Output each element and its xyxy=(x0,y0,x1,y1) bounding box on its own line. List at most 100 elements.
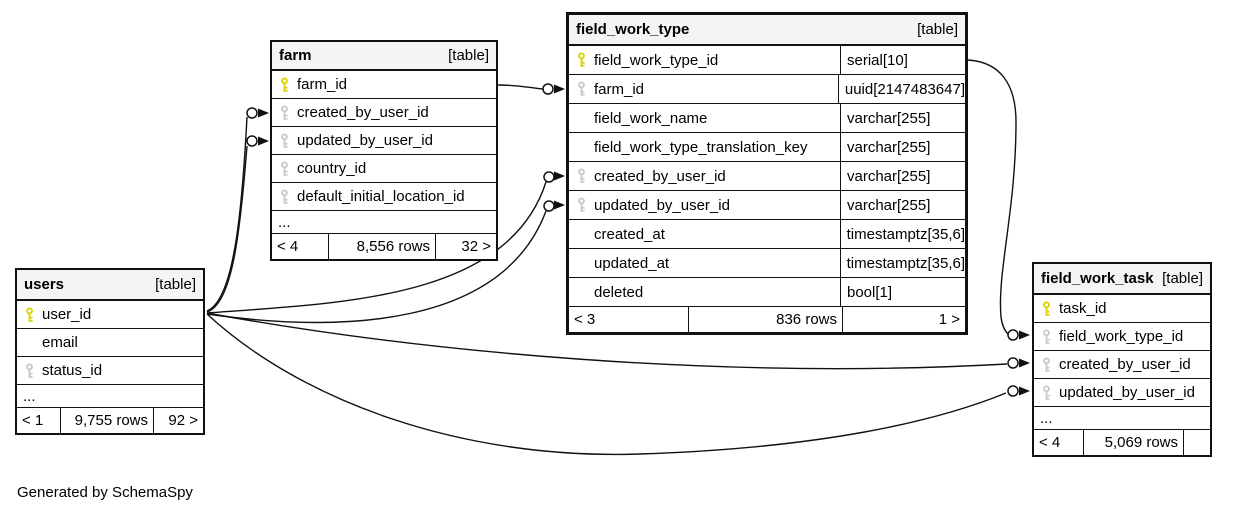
edge-users-to-field-work-type-created-by xyxy=(206,171,565,314)
edge-users-to-farm-updated-by xyxy=(206,135,269,313)
parent-count: < 4 xyxy=(277,238,299,255)
table-header-users: users [table] xyxy=(17,270,203,301)
column-name: updated_at xyxy=(594,254,670,272)
foreign-key-icon xyxy=(569,197,594,213)
row-updated-by-user-id: updated_by_user_id varchar[255] xyxy=(569,191,965,220)
table-header-field-work-task: field_work_task [table] xyxy=(1034,264,1210,295)
table-node-field-work-type[interactable]: field_work_type [table] field_work_type_… xyxy=(566,12,968,335)
primary-key-icon xyxy=(272,76,297,93)
primary-key-icon xyxy=(569,52,594,68)
child-count: 92 > xyxy=(153,408,203,433)
edge-users-to-field-work-type-updated-by xyxy=(206,200,565,324)
table-title: users xyxy=(24,276,65,293)
column-type: varchar[255] xyxy=(840,162,965,190)
table-type-label: [table] xyxy=(917,21,958,38)
foreign-key-icon xyxy=(1034,356,1059,373)
row-field-work-type-translation-key: field_work_type_translation_key varchar[… xyxy=(569,133,965,162)
foreign-key-icon xyxy=(569,168,594,184)
row-email: email xyxy=(17,329,203,357)
column-name: created_by_user_id xyxy=(594,167,726,185)
primary-key-icon xyxy=(17,306,42,323)
table-header-field-work-type: field_work_type [table] xyxy=(569,15,965,46)
row-created-by-user-id: created_by_user_id xyxy=(1034,351,1210,379)
column-type: varchar[255] xyxy=(840,133,965,161)
table-type-label: [table] xyxy=(155,276,196,293)
foreign-key-icon xyxy=(272,104,297,121)
parent-count: < 4 xyxy=(1039,434,1061,451)
row-created-by-user-id: created_by_user_id varchar[255] xyxy=(569,162,965,191)
row-field-work-name: field_work_name varchar[255] xyxy=(569,104,965,133)
column-type: varchar[255] xyxy=(840,104,965,132)
column-type: serial[10] xyxy=(840,46,965,74)
foreign-key-icon xyxy=(272,132,297,149)
column-type: bool[1] xyxy=(840,278,965,306)
table-node-field-work-task[interactable]: field_work_task [table] task_id field_wo… xyxy=(1032,262,1212,457)
foreign-key-icon xyxy=(17,362,42,379)
table-type-label: [table] xyxy=(448,47,489,64)
foreign-key-icon xyxy=(569,81,594,97)
column-type: varchar[255] xyxy=(840,191,965,219)
column-name: task_id xyxy=(1059,300,1107,317)
foreign-key-icon xyxy=(1034,328,1059,345)
edge-users-to-field-work-task-created-by xyxy=(206,312,1030,370)
table-footer-field-work-type: < 3 836 rows 1 > xyxy=(569,307,965,332)
table-title: farm xyxy=(279,47,312,64)
column-name: created_by_user_id xyxy=(1059,356,1191,373)
row-default-initial-location-id: default_initial_location_id xyxy=(272,183,496,211)
edge-users-to-field-work-task-updated-by xyxy=(206,313,1030,456)
row-updated-by-user-id: updated_by_user_id xyxy=(1034,379,1210,407)
table-footer-farm: < 4 8,556 rows 32 > xyxy=(272,234,496,259)
column-name: field_work_type_id xyxy=(594,51,719,69)
edge-users-to-farm-created-by xyxy=(206,107,269,312)
column-name: updated_by_user_id xyxy=(594,196,730,214)
edge-field-work-type-to-field-work-task xyxy=(967,59,1030,341)
foreign-key-icon xyxy=(1034,384,1059,401)
column-name: created_at xyxy=(594,225,665,243)
row-task-id: task_id xyxy=(1034,295,1210,323)
row-status-id: status_id xyxy=(17,357,203,385)
column-name: default_initial_location_id xyxy=(297,188,465,205)
table-node-users[interactable]: users [table] user_id email status_id ..… xyxy=(15,268,205,435)
column-name: farm_id xyxy=(297,76,348,93)
primary-key-icon xyxy=(1034,300,1059,317)
child-count: 32 > xyxy=(435,234,496,259)
more-columns-indicator: ... xyxy=(17,385,203,408)
row-count: 9,755 rows xyxy=(60,408,153,433)
table-footer-users: < 1 9,755 rows 92 > xyxy=(17,408,203,433)
column-type: timestamptz[35,6] xyxy=(839,220,965,248)
parent-count: < 3 xyxy=(574,311,596,328)
column-name: deleted xyxy=(594,283,644,301)
row-updated-by-user-id: updated_by_user_id xyxy=(272,127,496,155)
table-type-label: [table] xyxy=(1162,270,1203,287)
column-name: farm_id xyxy=(594,80,645,98)
foreign-key-icon xyxy=(272,188,297,205)
table-title: field_work_type xyxy=(576,21,690,38)
column-name: user_id xyxy=(42,306,92,323)
table-header-farm: farm [table] xyxy=(272,42,496,71)
child-count xyxy=(1183,430,1210,455)
child-count: 1 > xyxy=(842,307,965,332)
column-type: timestamptz[35,6] xyxy=(839,249,965,277)
column-name: status_id xyxy=(42,362,103,379)
more-columns-indicator: ... xyxy=(1034,407,1210,430)
parent-count: < 1 xyxy=(22,412,44,429)
row-user-id: user_id xyxy=(17,301,203,329)
row-field-work-type-id: field_work_type_id xyxy=(1034,323,1210,351)
row-count: 5,069 rows xyxy=(1083,430,1183,455)
row-created-at: created_at timestamptz[35,6] xyxy=(569,220,965,249)
table-node-farm[interactable]: farm [table] farm_id created_by_user_id … xyxy=(270,40,498,261)
table-footer-field-work-task: < 4 5,069 rows xyxy=(1034,430,1210,455)
row-created-by-user-id: created_by_user_id xyxy=(272,99,496,127)
column-name: field_work_name xyxy=(594,109,708,127)
row-count: 836 rows xyxy=(688,307,842,332)
row-updated-at: updated_at timestamptz[35,6] xyxy=(569,249,965,278)
row-field-work-type-id: field_work_type_id serial[10] xyxy=(569,46,965,75)
column-type: uuid[2147483647] xyxy=(837,75,965,103)
column-name: country_id xyxy=(297,160,367,177)
column-name: updated_by_user_id xyxy=(297,132,433,149)
edge-farm-to-field-work-type-farm-id xyxy=(497,83,565,95)
row-farm-id: farm_id xyxy=(272,71,496,99)
row-country-id: country_id xyxy=(272,155,496,183)
